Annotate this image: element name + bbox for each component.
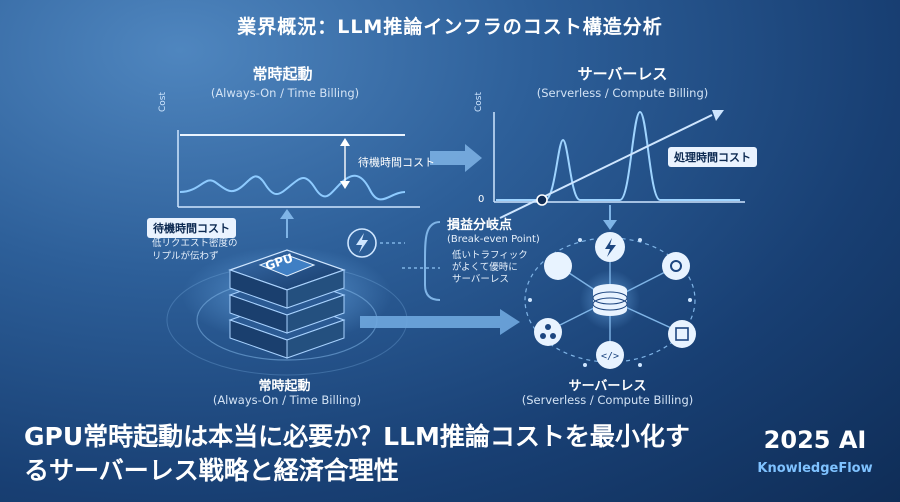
processing-cost-label: 処理時間コスト (668, 147, 757, 167)
gpu-server-stack (228, 249, 346, 359)
idle-note-line-1: 低リクエスト密度の (152, 238, 238, 249)
right-panel-subtitle: (Serverless / Compute Billing) (536, 86, 709, 100)
box-icon (668, 320, 696, 348)
idle-note-label: 待機時間コスト (147, 218, 236, 238)
right-axis-label: Cost (474, 91, 484, 112)
bottom-right-title: サーバーレス (568, 379, 647, 394)
bottom-left-subtitle: (Always-On / Time Billing) (212, 393, 362, 407)
brand-name: KnowledgeFlow (757, 461, 873, 476)
cloud-icon-left (544, 252, 572, 280)
bottom-right-subtitle: (Serverless / Compute Billing) (521, 393, 694, 407)
breakeven-line-1: 低いトラフィック (452, 250, 528, 261)
brand-year: 2025 AI (763, 426, 867, 454)
diagram-title: 業界概況：LLM推論インフラのコスト構造分析 (237, 16, 663, 38)
code-icon (596, 341, 624, 369)
idle-cost-chart-label: 待機時間コスト (358, 156, 435, 169)
processing-spikes-line (496, 110, 740, 201)
break-even-marker (536, 194, 548, 206)
breakeven-line-2: がよくて優時に (452, 262, 518, 273)
breakeven-line-3: サーバーレス (452, 274, 509, 285)
nodes-icon (534, 318, 562, 346)
right-panel-title: サーバーレス (577, 65, 668, 83)
breakeven-title: 損益分岐点 (447, 218, 513, 233)
left-panel-subtitle: (Always-On / Time Billing) (210, 86, 360, 100)
lightning-cloud-icon (605, 238, 616, 257)
serverless-network: </> (524, 232, 696, 369)
idle-note-line-2: リプルが伝わず (152, 251, 219, 262)
always-on-cost-trend (499, 114, 713, 219)
left-panel-title: 常時起動 (252, 65, 313, 83)
to-serverless-arrow (360, 309, 520, 335)
load-wave-line (179, 174, 406, 201)
always-on-chart (177, 130, 420, 208)
bottom-left-title: 常時起動 (258, 379, 311, 394)
transition-arrow (430, 144, 482, 172)
power-icon (347, 228, 377, 258)
gear-icon (662, 252, 690, 280)
breakeven-subtitle: (Break-even Point) (447, 234, 540, 245)
zero-label: 0 (478, 194, 485, 205)
left-axis-label: Cost (158, 91, 168, 112)
svg-text:</>: </> (601, 351, 619, 362)
headline: GPU常時起動は本当に必要か？LLM推論コストを最小化するサーバーレス戦略と経済… (24, 422, 690, 485)
serverless-chart (493, 110, 745, 230)
